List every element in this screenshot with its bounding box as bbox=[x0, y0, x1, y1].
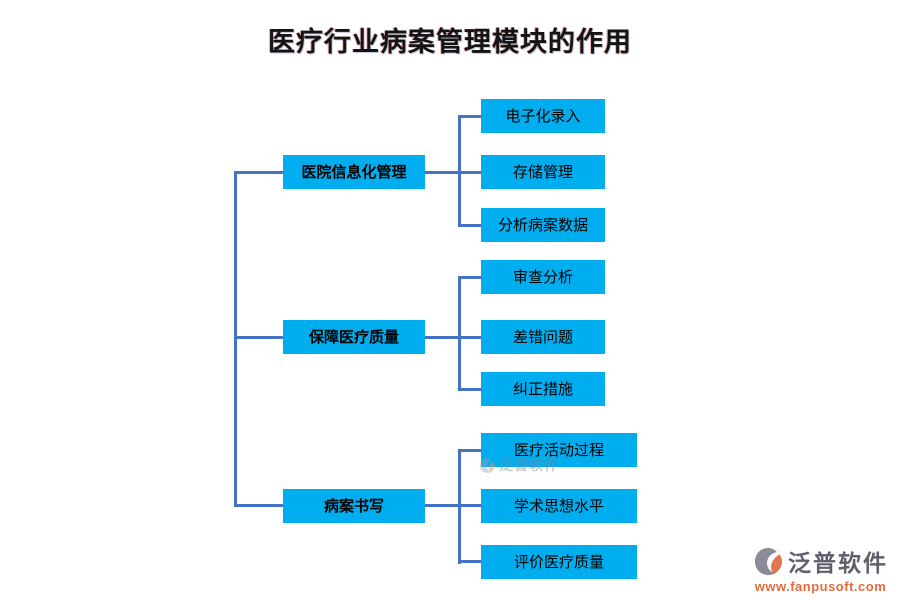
connector-group3-child1 bbox=[458, 449, 481, 452]
parent-node-hospital-informatization: 医院信息化管理 bbox=[283, 155, 425, 189]
fanpu-logo-row: 泛普软件 bbox=[753, 544, 888, 578]
connector-group1-child2 bbox=[458, 171, 481, 174]
diagram-title: 医疗行业病案管理模块的作用 bbox=[268, 27, 632, 57]
connector-group1-child1 bbox=[458, 115, 481, 118]
child-node-evaluate-medical-quality: 评价医疗质量 bbox=[481, 545, 637, 579]
watermark-inline: 泛普软件 bbox=[479, 455, 559, 475]
connector-group2-child3 bbox=[458, 388, 481, 391]
parent-node-medical-quality: 保障医疗质量 bbox=[283, 320, 425, 354]
connector-trunk-group1 bbox=[234, 171, 283, 174]
child-node-analyze-record-data: 分析病案数据 bbox=[481, 208, 605, 242]
watermark-inline-text: 泛普软件 bbox=[499, 457, 559, 473]
connector-group3-main bbox=[425, 504, 461, 507]
connector-group1-main bbox=[425, 171, 461, 174]
connector-trunk-group3 bbox=[234, 504, 283, 507]
child-node-storage-management: 存储管理 bbox=[481, 155, 605, 189]
connector-trunk-group2 bbox=[234, 336, 283, 339]
connector-group3-child3 bbox=[458, 560, 481, 563]
connector-group3-child2 bbox=[458, 504, 481, 507]
child-node-error-problems: 差错问题 bbox=[481, 320, 605, 354]
fanpu-logo-text: 泛普软件 bbox=[788, 550, 888, 576]
trunk-connector bbox=[234, 171, 237, 507]
child-node-academic-thinking-level: 学术思想水平 bbox=[481, 489, 637, 523]
connector-group2-child2 bbox=[458, 336, 481, 339]
fanpu-logo-icon bbox=[754, 547, 783, 575]
connector-group2-vertical bbox=[458, 276, 461, 391]
connector-group2-child1 bbox=[458, 276, 481, 279]
child-node-medical-activity-process: 医疗活动过程 bbox=[481, 433, 637, 467]
child-node-review-analysis: 审查分析 bbox=[481, 260, 605, 294]
connector-group1-child3 bbox=[458, 224, 481, 227]
fanpu-logo-url: www.fanpusoft.com bbox=[754, 579, 887, 594]
parent-node-record-writing: 病案书写 bbox=[283, 489, 425, 523]
child-node-electronic-entry: 电子化录入 bbox=[481, 99, 605, 133]
fanpu-logo: 泛普软件 www.fanpusoft.com bbox=[753, 544, 888, 594]
child-node-corrective-measures: 纠正措施 bbox=[481, 372, 605, 406]
connector-group2-main bbox=[425, 336, 461, 339]
fanpu-logo-icon bbox=[480, 457, 495, 473]
